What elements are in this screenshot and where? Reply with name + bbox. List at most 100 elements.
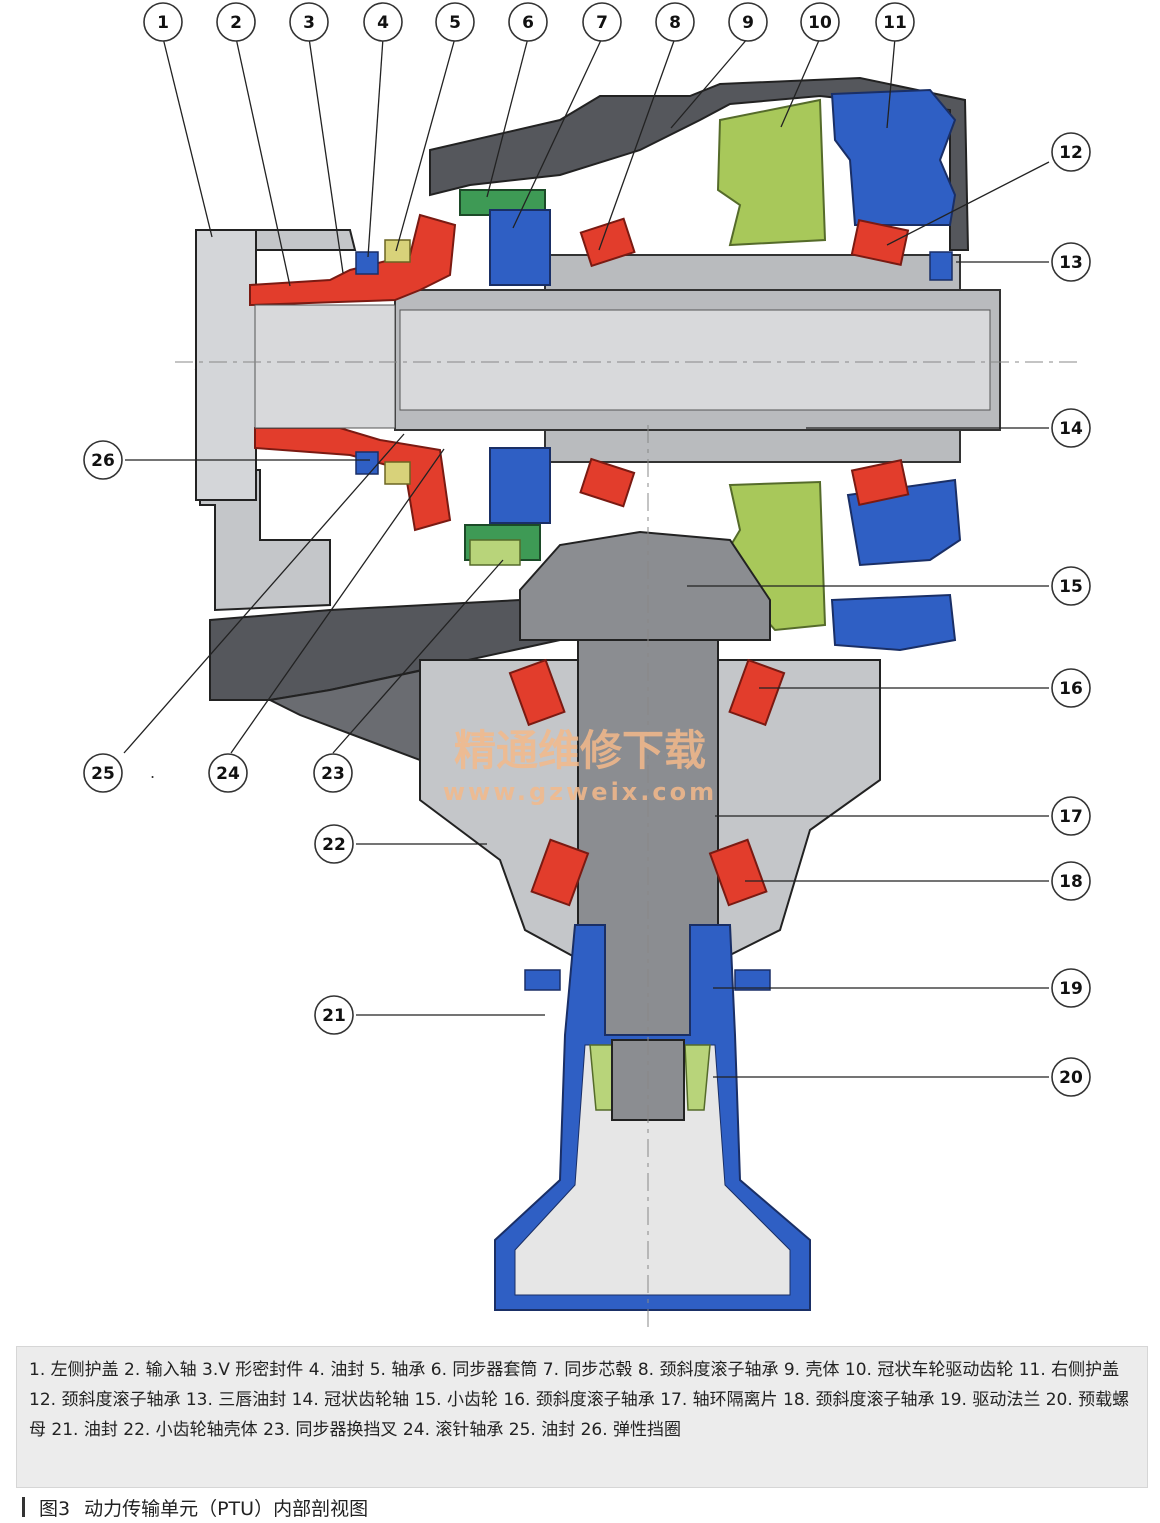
- callout-number: 11: [883, 13, 907, 33]
- callout-circle: [655, 2, 695, 42]
- callout-1: 1: [143, 2, 183, 42]
- callout-19: 19: [1051, 968, 1091, 1008]
- callout-11: 11: [875, 2, 915, 42]
- callout-4: 4: [363, 2, 403, 42]
- callout-16: 16: [1051, 668, 1091, 708]
- callout-circle: [1051, 968, 1091, 1008]
- callout-number: 5: [449, 13, 461, 33]
- callout-number: 6: [522, 13, 534, 33]
- callout-circle: [208, 753, 248, 793]
- callout-circle: [314, 824, 354, 864]
- callout-number: 12: [1059, 143, 1083, 163]
- callout-14: 14: [1051, 408, 1091, 448]
- callout-circle: [216, 2, 256, 42]
- leader-1: [162, 37, 213, 238]
- right-cover-flange: [830, 593, 957, 652]
- left-cover-body: [195, 229, 257, 501]
- watermark-url: www.gzweix.com: [443, 778, 717, 806]
- callout-number: 14: [1059, 419, 1083, 439]
- caption-label: 图3: [39, 1497, 71, 1520]
- caption-title: 动力传输单元（PTU）内部剖视图: [84, 1497, 369, 1520]
- legend-box: 1. 左侧护盖 2. 输入轴 3.V 形密封件 4. 油封 5. 轴承 6. 同…: [16, 1346, 1148, 1488]
- bearing-18-right: [708, 838, 768, 907]
- figure-caption: 图3 动力传输单元（PTU）内部剖视图: [22, 1494, 368, 1520]
- callout-2: 2: [216, 2, 256, 42]
- bearing-8-upper: [579, 217, 636, 268]
- callout-8: 8: [655, 2, 695, 42]
- callout-3: 3: [289, 2, 329, 42]
- callout-number: 18: [1059, 872, 1083, 892]
- callout-21: 21: [314, 995, 354, 1035]
- callout-circle: [143, 2, 183, 42]
- callout-9: 9: [728, 2, 768, 42]
- three-lip-seal-13: [929, 251, 953, 281]
- leader-11: [886, 37, 896, 129]
- callout-number: 26: [91, 451, 115, 471]
- callout-number: 16: [1059, 679, 1083, 699]
- synchro-hub-upper: [489, 209, 551, 286]
- callout-circle: [314, 995, 354, 1035]
- callout-number: 2: [230, 13, 242, 33]
- bearing-12-lower: [850, 458, 910, 506]
- callout-circle: [1051, 1057, 1091, 1097]
- callout-number: 17: [1059, 807, 1083, 827]
- pinion-head: [519, 530, 771, 641]
- input-shaft-upper: [249, 213, 457, 307]
- callout-circle: [582, 2, 622, 42]
- oil-seal-25: [355, 451, 379, 475]
- callout-number: 9: [742, 13, 754, 33]
- callout-10: 10: [800, 2, 840, 42]
- shaft-hub-lower: [544, 429, 961, 463]
- callout-18: 18: [1051, 861, 1091, 901]
- callout-25: 25: [83, 753, 123, 793]
- callout-number: 23: [321, 764, 345, 784]
- housing-casing: [429, 76, 970, 251]
- input-shaft-lower: [254, 427, 452, 532]
- caption-bar: [22, 1497, 25, 1517]
- oil-seal-4: [355, 251, 379, 275]
- needle-bearing-24: [384, 461, 411, 485]
- callout-number: 13: [1059, 253, 1083, 273]
- callout-24: 24: [208, 753, 248, 793]
- callout-circle: [1051, 566, 1091, 606]
- callout-circle: [83, 753, 123, 793]
- drive-flange-bore: [514, 1044, 791, 1296]
- shift-fork: [469, 539, 521, 566]
- input-shaft: [249, 213, 457, 532]
- callout-26: 26: [83, 440, 123, 480]
- oil-seal-21-right: [734, 969, 771, 991]
- leader-9: [670, 37, 749, 129]
- bearings: [384, 217, 910, 907]
- callout-15: 15: [1051, 566, 1091, 606]
- leader-6: [486, 37, 529, 198]
- stray-dot: .: [150, 763, 155, 782]
- callout-circle: [1051, 408, 1091, 448]
- callout-17: 17: [1051, 796, 1091, 836]
- callout-circle: [1051, 796, 1091, 836]
- crown-gear-upper: [716, 98, 827, 247]
- callout-circle: [508, 2, 548, 42]
- synchro-hub-lower: [489, 447, 551, 524]
- callout-number: 20: [1059, 1068, 1083, 1088]
- callout-23: 23: [313, 753, 353, 793]
- bearing-8-lower: [579, 457, 636, 508]
- crown-gear-shaft: [394, 254, 1001, 463]
- callout-circle: [1051, 132, 1091, 172]
- bearing-16-right: [728, 658, 786, 727]
- leader-4: [367, 37, 384, 258]
- callout-22: 22: [314, 824, 354, 864]
- callout-number: 19: [1059, 979, 1083, 999]
- callout-circle: [728, 2, 768, 42]
- watermark-title: 精通维修下载: [454, 726, 706, 775]
- callout-number: 10: [808, 13, 832, 33]
- callout-circle: [363, 2, 403, 42]
- synchronizer: [459, 189, 551, 566]
- oil-seal-21-left: [524, 969, 561, 991]
- callout-circle: [435, 2, 475, 42]
- leader-25: [123, 433, 405, 754]
- callout-12: 12: [1051, 132, 1091, 172]
- callout-circle: [313, 753, 353, 793]
- bearing-18-left: [530, 838, 590, 907]
